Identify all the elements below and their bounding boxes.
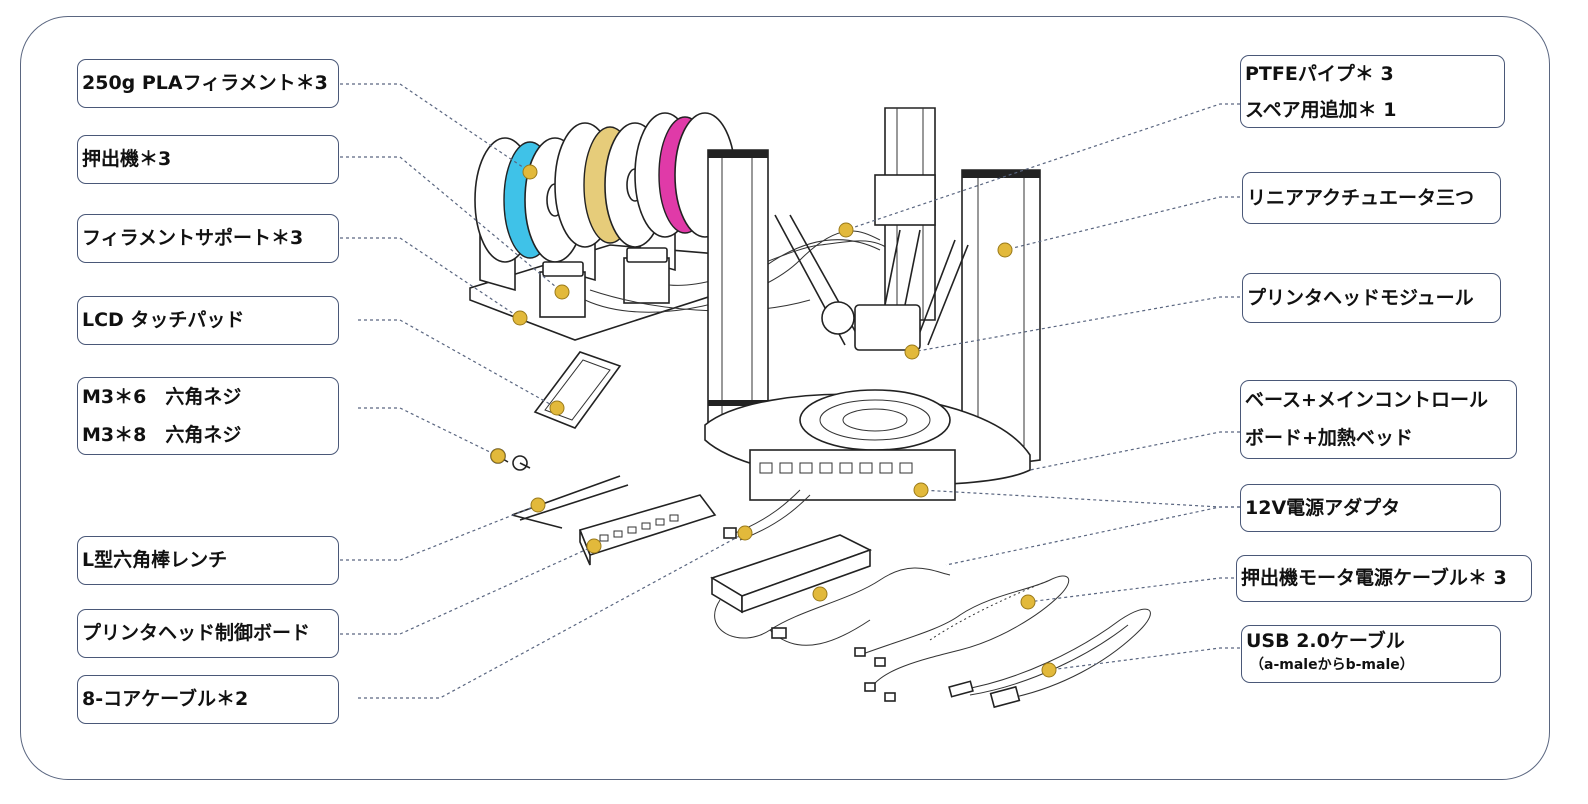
marker-extruder (554, 284, 570, 300)
callout-core-cable: 8-コアケーブル＊2 (77, 675, 339, 724)
printer-tower-left (707, 149, 769, 441)
marker-filament-support (512, 310, 528, 326)
power-adapter (710, 534, 951, 646)
marker-head-board (586, 538, 602, 554)
callout-motor-cable-text: 押出機モータ電源ケーブル＊ 3 (1241, 567, 1507, 589)
callout-ptfe-line1: PTFEパイプ＊ 3 (1245, 63, 1394, 85)
callout-extruder: 押出機＊3 (77, 135, 339, 184)
motor-cables (854, 575, 1070, 702)
usb-cable (948, 608, 1151, 709)
hex-wrenches (511, 475, 629, 529)
leader-lines (340, 83, 1240, 699)
callout-base: ベース+メインコントロール ボード+加熱ベッド (1240, 380, 1517, 459)
marker-core-cable (737, 525, 753, 541)
callout-adapter: 12V電源アダプタ (1240, 484, 1501, 532)
marker-wrench (530, 497, 546, 513)
callout-head-board: プリンタヘッド制御ボード (77, 609, 339, 658)
callout-screw-m3-8: M3＊8 六角ネジ (82, 424, 242, 446)
marker-usb (1041, 662, 1057, 678)
spool-magenta (634, 112, 736, 238)
printer-tower-back (874, 107, 936, 321)
printer-base (704, 389, 1031, 501)
delta-arms (774, 214, 969, 351)
callout-screw-m3-6: M3＊6 六角ネジ (82, 386, 242, 408)
diagram-frame (20, 16, 1550, 780)
marker-lcd (549, 400, 565, 416)
callout-filament-support-text: フィラメントサポート＊3 (82, 227, 304, 249)
callout-extruder-text: 押出機＊3 (82, 148, 172, 170)
lcd-touchpad (533, 351, 622, 429)
callout-filament-support: フィラメントサポート＊3 (77, 214, 339, 263)
callout-head-module-text: プリンタヘッドモジュール (1247, 287, 1474, 309)
extruders (539, 247, 670, 318)
callout-ptfe: PTFEパイプ＊ 3 スペア用追加＊ 1 (1240, 55, 1505, 128)
marker-base (913, 482, 929, 498)
callout-usb-line1: USB 2.0ケーブル (1246, 630, 1405, 652)
callout-lcd: LCD タッチパッド (77, 296, 339, 345)
callout-core-cable-text: 8-コアケーブル＊2 (82, 688, 249, 710)
callout-usb-line2: （a-maleからb-male） (1250, 657, 1414, 673)
callout-screws: M3＊6 六角ネジ M3＊8 六角ネジ (77, 377, 339, 455)
callout-adapter-text: 12V電源アダプタ (1245, 497, 1401, 519)
callout-hex-wrench-text: L型六角棒レンチ (82, 549, 228, 571)
callout-actuators: リニアアクチュエータ三つ (1242, 172, 1501, 224)
callout-markers (490, 164, 1057, 678)
marker-filament (522, 164, 538, 180)
callout-base-line2: ボード+加熱ベッド (1245, 427, 1413, 449)
marker-screws (490, 448, 506, 464)
callout-motor-cable: 押出機モータ電源ケーブル＊ 3 (1236, 555, 1532, 602)
callout-ptfe-line2: スペア用追加＊ 1 (1245, 99, 1397, 121)
callout-hex-wrench: L型六角棒レンチ (77, 536, 339, 585)
marker-ptfe (838, 222, 854, 238)
head-control-board (578, 494, 717, 566)
callout-usb: USB 2.0ケーブル （a-maleからb-male） (1241, 625, 1501, 683)
marker-head-module (904, 344, 920, 360)
callout-filament-text: 250g PLAフィラメント＊3 (82, 72, 328, 94)
marker-motor-cable (1020, 594, 1036, 610)
callout-base-line1: ベース+メインコントロール (1245, 389, 1488, 411)
marker-adapter (812, 586, 828, 602)
callout-actuators-text: リニアアクチュエータ三つ (1247, 187, 1475, 209)
callout-head-module: プリンタヘッドモジュール (1242, 273, 1501, 323)
callout-lcd-text: LCD タッチパッド (82, 309, 245, 331)
marker-actuators (997, 242, 1013, 258)
callout-head-board-text: プリンタヘッド制御ボード (82, 622, 311, 644)
callout-filament: 250g PLAフィラメント＊3 (77, 59, 339, 108)
